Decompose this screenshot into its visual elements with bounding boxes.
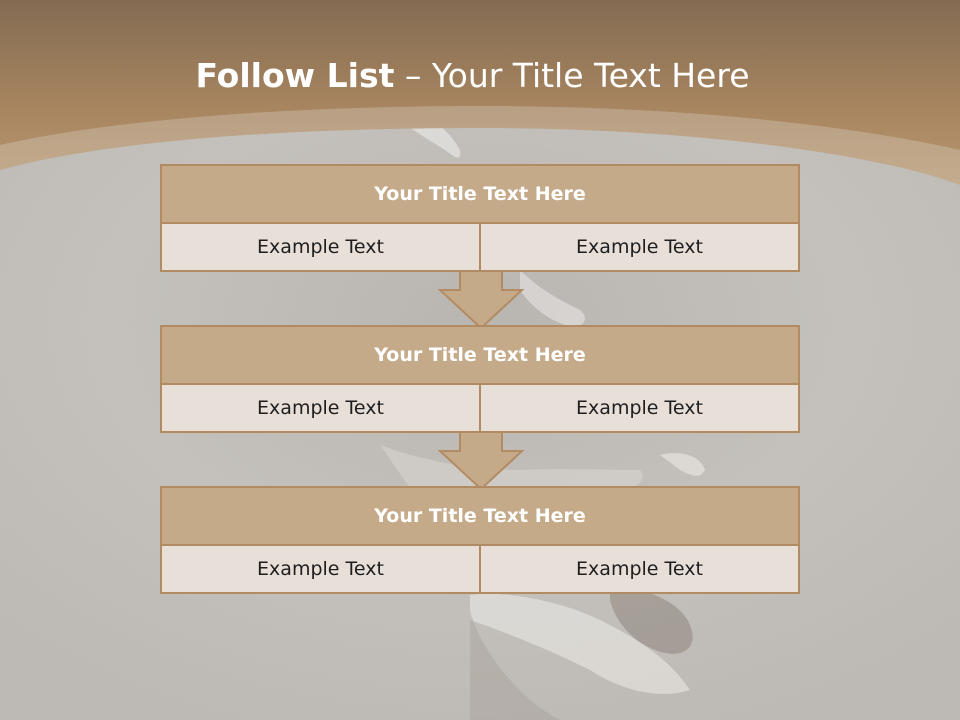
block-cell-left: Example Text [162, 546, 479, 592]
title-rest-part: – Your Title Text Here [404, 56, 750, 95]
block-title: Your Title Text Here [162, 488, 798, 546]
block-cell-right: Example Text [479, 546, 798, 592]
block-row: Example Text Example Text [162, 546, 798, 592]
block-cell-right: Example Text [479, 224, 798, 270]
list-block-1: Your Title Text Here Example Text Exampl… [160, 164, 800, 272]
title-bold-part: Follow List [195, 56, 395, 95]
block-row: Example Text Example Text [162, 224, 798, 270]
block-title: Your Title Text Here [162, 327, 798, 385]
block-cell-left: Example Text [162, 385, 479, 431]
header-band [0, 0, 960, 185]
slide-title: Follow List – Your Title Text Here [0, 52, 945, 100]
down-arrow-icon [438, 270, 524, 330]
block-row: Example Text Example Text [162, 385, 798, 431]
down-arrow-icon [438, 431, 524, 491]
block-cell-right: Example Text [479, 385, 798, 431]
block-cell-left: Example Text [162, 224, 479, 270]
list-block-2: Your Title Text Here Example Text Exampl… [160, 325, 800, 433]
list-block-3: Your Title Text Here Example Text Exampl… [160, 486, 800, 594]
block-title: Your Title Text Here [162, 166, 798, 224]
